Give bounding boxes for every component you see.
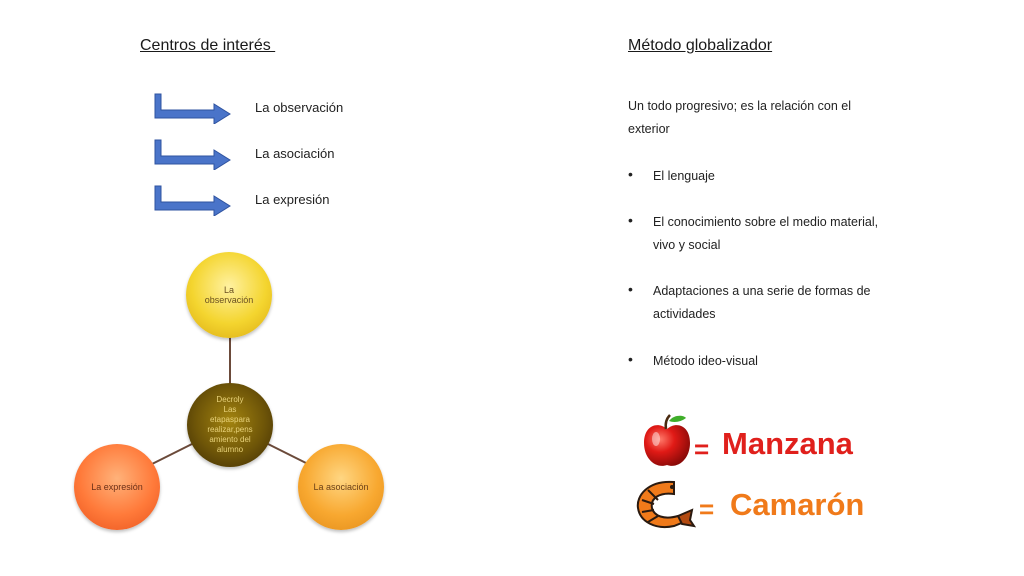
- bent-arrow-icon: [154, 185, 231, 216]
- metodo-heading: Método globalizador: [628, 37, 773, 54]
- node-decroly: Decroly Las etapaspara realizar,pens ami…: [187, 383, 273, 467]
- shrimp-word: Camarón: [730, 487, 865, 522]
- list-item-expresion: La expresión: [152, 184, 372, 218]
- list-item-observacion: La observación: [152, 92, 372, 126]
- bent-arrow-icon: [154, 93, 231, 124]
- bullet-icon: •: [628, 281, 633, 297]
- node-label: Decroly Las etapaspara realizar,pens ami…: [207, 395, 253, 454]
- bullet-icon: •: [628, 351, 633, 367]
- node-asociacion: La asociación: [298, 444, 384, 530]
- bullet-icon: •: [628, 166, 633, 182]
- intro-text: Un todo progresivo; es la relación con e…: [628, 99, 852, 136]
- item-label: La expresión: [255, 192, 330, 207]
- node-label: La expresión: [91, 482, 143, 492]
- item-label: La asociación: [255, 146, 335, 161]
- bent-arrow-icon: [154, 139, 231, 170]
- bullet-text: El lenguaje: [653, 169, 715, 183]
- apple-icon: [644, 414, 690, 466]
- equals-sign: =: [694, 434, 710, 464]
- centros-heading: Centros de interés: [140, 37, 276, 54]
- apple-word: Manzana: [722, 426, 853, 461]
- item-label: La observación: [255, 100, 344, 115]
- equals-sign: =: [699, 494, 715, 524]
- node-expresion: La expresión: [74, 444, 160, 530]
- node-label: La asociación: [313, 482, 369, 492]
- shrimp-icon: [636, 480, 696, 528]
- bullet-icon: •: [628, 212, 633, 228]
- bullet-text: Adaptaciones a una serie de formas de ac…: [653, 284, 871, 321]
- list-item-asociacion: La asociación: [152, 138, 372, 172]
- bullet-text: Método ideo-visual: [653, 354, 758, 368]
- node-label: La observación: [204, 285, 254, 305]
- bullet-text: El conocimiento sobre el medio material,…: [653, 215, 879, 252]
- node-observacion: La observación: [186, 252, 272, 338]
